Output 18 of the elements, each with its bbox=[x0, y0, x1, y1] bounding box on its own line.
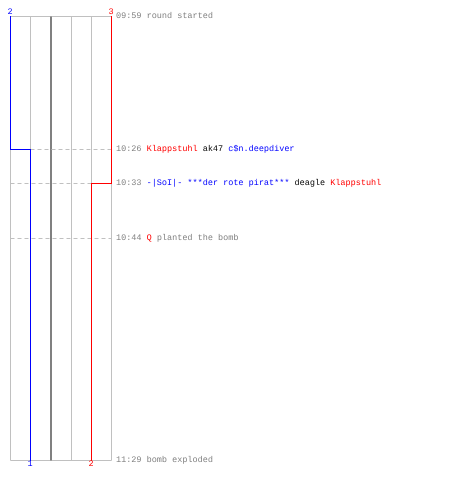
timestamp: 10:26 bbox=[116, 144, 142, 154]
weapon-name: ak47 bbox=[202, 144, 224, 154]
team-count: 1 bbox=[27, 459, 33, 469]
event-text: planted the bomb bbox=[156, 233, 238, 243]
player-name: Klappstuhl bbox=[146, 144, 198, 154]
player-name: -|SoI|- ***der rote pirat*** bbox=[146, 178, 290, 188]
player-name: c$n.deepdiver bbox=[228, 144, 295, 154]
team-count: 3 bbox=[108, 7, 114, 17]
timestamp: 10:44 bbox=[116, 233, 142, 243]
player-name: Klappstuhl bbox=[330, 178, 382, 188]
weapon-name: deagle bbox=[294, 178, 326, 188]
event-text: bomb exploded bbox=[146, 455, 213, 465]
team-count: 2 bbox=[7, 7, 13, 17]
timestamp: 10:33 bbox=[116, 178, 142, 188]
event-text: round started bbox=[146, 11, 213, 21]
player-name: Q bbox=[146, 233, 152, 243]
timestamp: 09:59 bbox=[116, 11, 142, 21]
timestamp: 11:29 bbox=[116, 455, 142, 465]
